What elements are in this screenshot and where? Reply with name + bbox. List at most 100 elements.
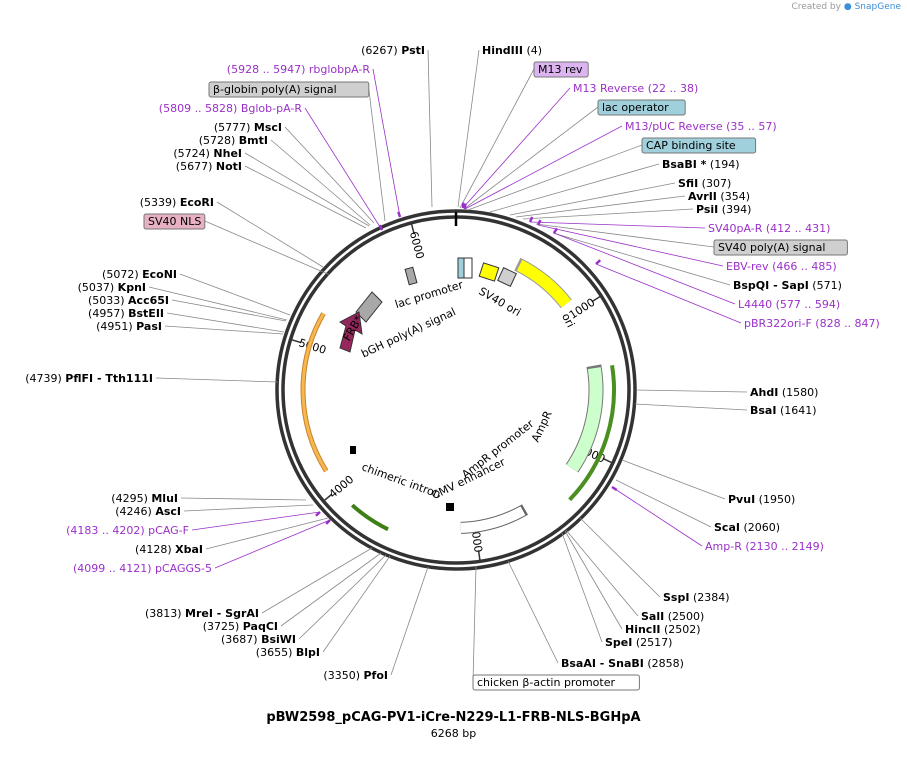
enzyme-label[interactable]: ScaI (2060) <box>714 521 780 534</box>
site-position: (466 .. 485) <box>772 260 837 273</box>
frb-feature[interactable] <box>339 311 363 353</box>
primer-label[interactable]: (4183 .. 4202) pCAG-F <box>66 524 189 537</box>
enzyme-label[interactable]: (4957) BstEII <box>88 307 164 320</box>
bgh-polya-feature[interactable] <box>355 291 383 323</box>
enzyme-label[interactable]: PsiI (394) <box>696 203 751 216</box>
feature-label-box[interactable] <box>597 99 686 116</box>
enzyme-label[interactable]: (5677) NotI <box>176 160 242 173</box>
enzyme-label[interactable]: (5339) EcoRI <box>140 196 214 209</box>
enzyme-label[interactable]: (3687) BsiWI <box>221 633 296 646</box>
enzyme-label[interactable]: (5728) BmtI <box>199 134 268 147</box>
leader-line <box>553 232 736 305</box>
primer-label[interactable]: M13 Reverse (22 .. 38) <box>573 82 698 95</box>
enzyme-label[interactable]: AhdI (1580) <box>750 386 818 399</box>
primer-label[interactable]: SV40pA-R (412 .. 431) <box>708 222 830 235</box>
leader-line <box>205 517 329 550</box>
enzyme-label[interactable]: HindIII (4) <box>482 44 542 57</box>
feature-label-box[interactable] <box>713 239 848 256</box>
cag-arc-fill[interactable] <box>301 312 328 472</box>
feature-label-box[interactable] <box>143 213 206 230</box>
feature-name: bGH poly(A) signal <box>359 305 458 360</box>
feature-label-box[interactable] <box>472 674 640 691</box>
enzyme-label[interactable]: (3725) PaqCI <box>203 620 278 633</box>
enzyme-label[interactable]: (5037) KpnI <box>78 281 146 294</box>
feature-shapes <box>300 257 616 534</box>
enzyme-label[interactable]: BsaAI - SnaBI (2858) <box>561 657 684 670</box>
enzyme-label[interactable]: (5777) MscI <box>214 121 282 134</box>
green-arc-right[interactable] <box>568 364 616 502</box>
enzyme-name: NheI <box>213 147 242 160</box>
enzyme-name: BsiWI <box>261 633 296 646</box>
feature-label-box[interactable] <box>208 81 370 98</box>
site-position: (3687) <box>221 633 258 646</box>
leader-line <box>164 325 284 335</box>
leader-line <box>537 224 724 267</box>
enzyme-label[interactable]: (4295) MluI <box>111 492 178 505</box>
site-position: (4951) <box>96 320 133 333</box>
leader-line <box>462 87 571 209</box>
enzyme-label[interactable]: (6267) PstI <box>361 44 425 57</box>
enzyme-label[interactable]: (4739) PflFI - Tth111I <box>25 372 153 385</box>
primer-label[interactable]: EBV-rev (466 .. 485) <box>726 260 837 273</box>
enzyme-label[interactable]: (3655) BlpI <box>256 646 320 659</box>
enzyme-label[interactable]: SfiI (307) <box>678 177 731 190</box>
primer-mark <box>536 219 542 226</box>
enzyme-name: SalI <box>641 610 664 623</box>
enzyme-label[interactable]: SalI (2500) <box>641 610 704 623</box>
site-position: (2517) <box>636 636 673 649</box>
primer-label[interactable]: (5928 .. 5947) rbglobpA-R <box>227 63 371 76</box>
primer-label[interactable]: (5809 .. 5828) Bglob-pA-R <box>159 102 303 115</box>
enzyme-label[interactable]: BsaI (1641) <box>750 404 817 417</box>
primer-mark <box>315 511 321 517</box>
enzyme-label[interactable]: BspQI - SapI (571) <box>733 279 842 292</box>
primer-label[interactable]: L4440 (577 .. 594) <box>738 298 840 311</box>
leader-line <box>280 552 382 627</box>
enzyme-label[interactable]: SpeI (2517) <box>605 636 672 649</box>
site-position: (2130 .. 2149) <box>745 540 824 553</box>
primer-label[interactable]: M13/pUC Reverse (35 .. 57) <box>625 120 777 133</box>
enzyme-label[interactable]: BsaBI * (194) <box>662 158 740 171</box>
chimeric-intron-arc[interactable] <box>350 503 389 532</box>
enzyme-label[interactable]: (3350) PfoI <box>323 669 388 682</box>
enzyme-label[interactable]: (4246) AscI <box>115 505 181 518</box>
enzyme-label[interactable]: (5724) NheI <box>173 147 242 160</box>
enzyme-label[interactable]: PvuI (1950) <box>728 493 795 506</box>
primer-label[interactable]: (4099 .. 4121) pCAGGS-5 <box>73 562 212 575</box>
enzyme-label[interactable]: (5033) Acc65I <box>88 294 169 307</box>
feature-label-box[interactable] <box>533 61 589 78</box>
leader-line <box>322 555 391 653</box>
enzyme-label[interactable]: (4951) PasI <box>96 320 162 333</box>
enzyme-label[interactable]: SspI (2384) <box>663 591 730 604</box>
primer-name: L4440 <box>738 298 772 311</box>
sv40-ori-block[interactable] <box>478 262 500 282</box>
enzyme-name: EcoRI <box>180 196 214 209</box>
lac-promoter-block[interactable] <box>404 266 418 286</box>
sv40-polya-block[interactable] <box>497 267 517 287</box>
leader-lines <box>148 49 748 683</box>
feature-name: lac promoter <box>393 278 465 311</box>
enzyme-name: BmtI <box>239 134 268 147</box>
leader-line <box>564 530 623 630</box>
primer-label[interactable]: Amp-R (2130 .. 2149) <box>705 540 824 553</box>
site-position: (1641) <box>780 404 817 417</box>
site-position: (1950) <box>759 493 796 506</box>
enzyme-label[interactable]: (4128) XbaI <box>135 543 203 556</box>
leader-line <box>463 106 599 210</box>
site-position: (5072) <box>102 268 139 281</box>
enzyme-label[interactable]: AvrII (354) <box>688 190 750 203</box>
cap-site-block[interactable] <box>457 257 465 279</box>
cmv-enhancer-feature[interactable] <box>460 506 526 533</box>
ampr-feature[interactable] <box>566 367 603 472</box>
enzyme-label[interactable]: HincII (2502) <box>625 623 701 636</box>
enzyme-label[interactable]: (5072) EcoNI <box>102 268 177 281</box>
leader-line <box>565 529 639 617</box>
enzyme-label[interactable]: (3813) MreI - SgrAI <box>145 607 259 620</box>
ori-feature[interactable] <box>516 259 572 308</box>
leader-line <box>214 519 331 569</box>
feature-label-box[interactable] <box>641 137 757 154</box>
feature-label-text: M13 rev <box>538 63 583 76</box>
enzyme-name: BsaAI - SnaBI <box>561 657 644 670</box>
enzyme-name: MluI <box>151 492 178 505</box>
primer-label[interactable]: pBR322ori-F (828 .. 847) <box>744 317 880 330</box>
